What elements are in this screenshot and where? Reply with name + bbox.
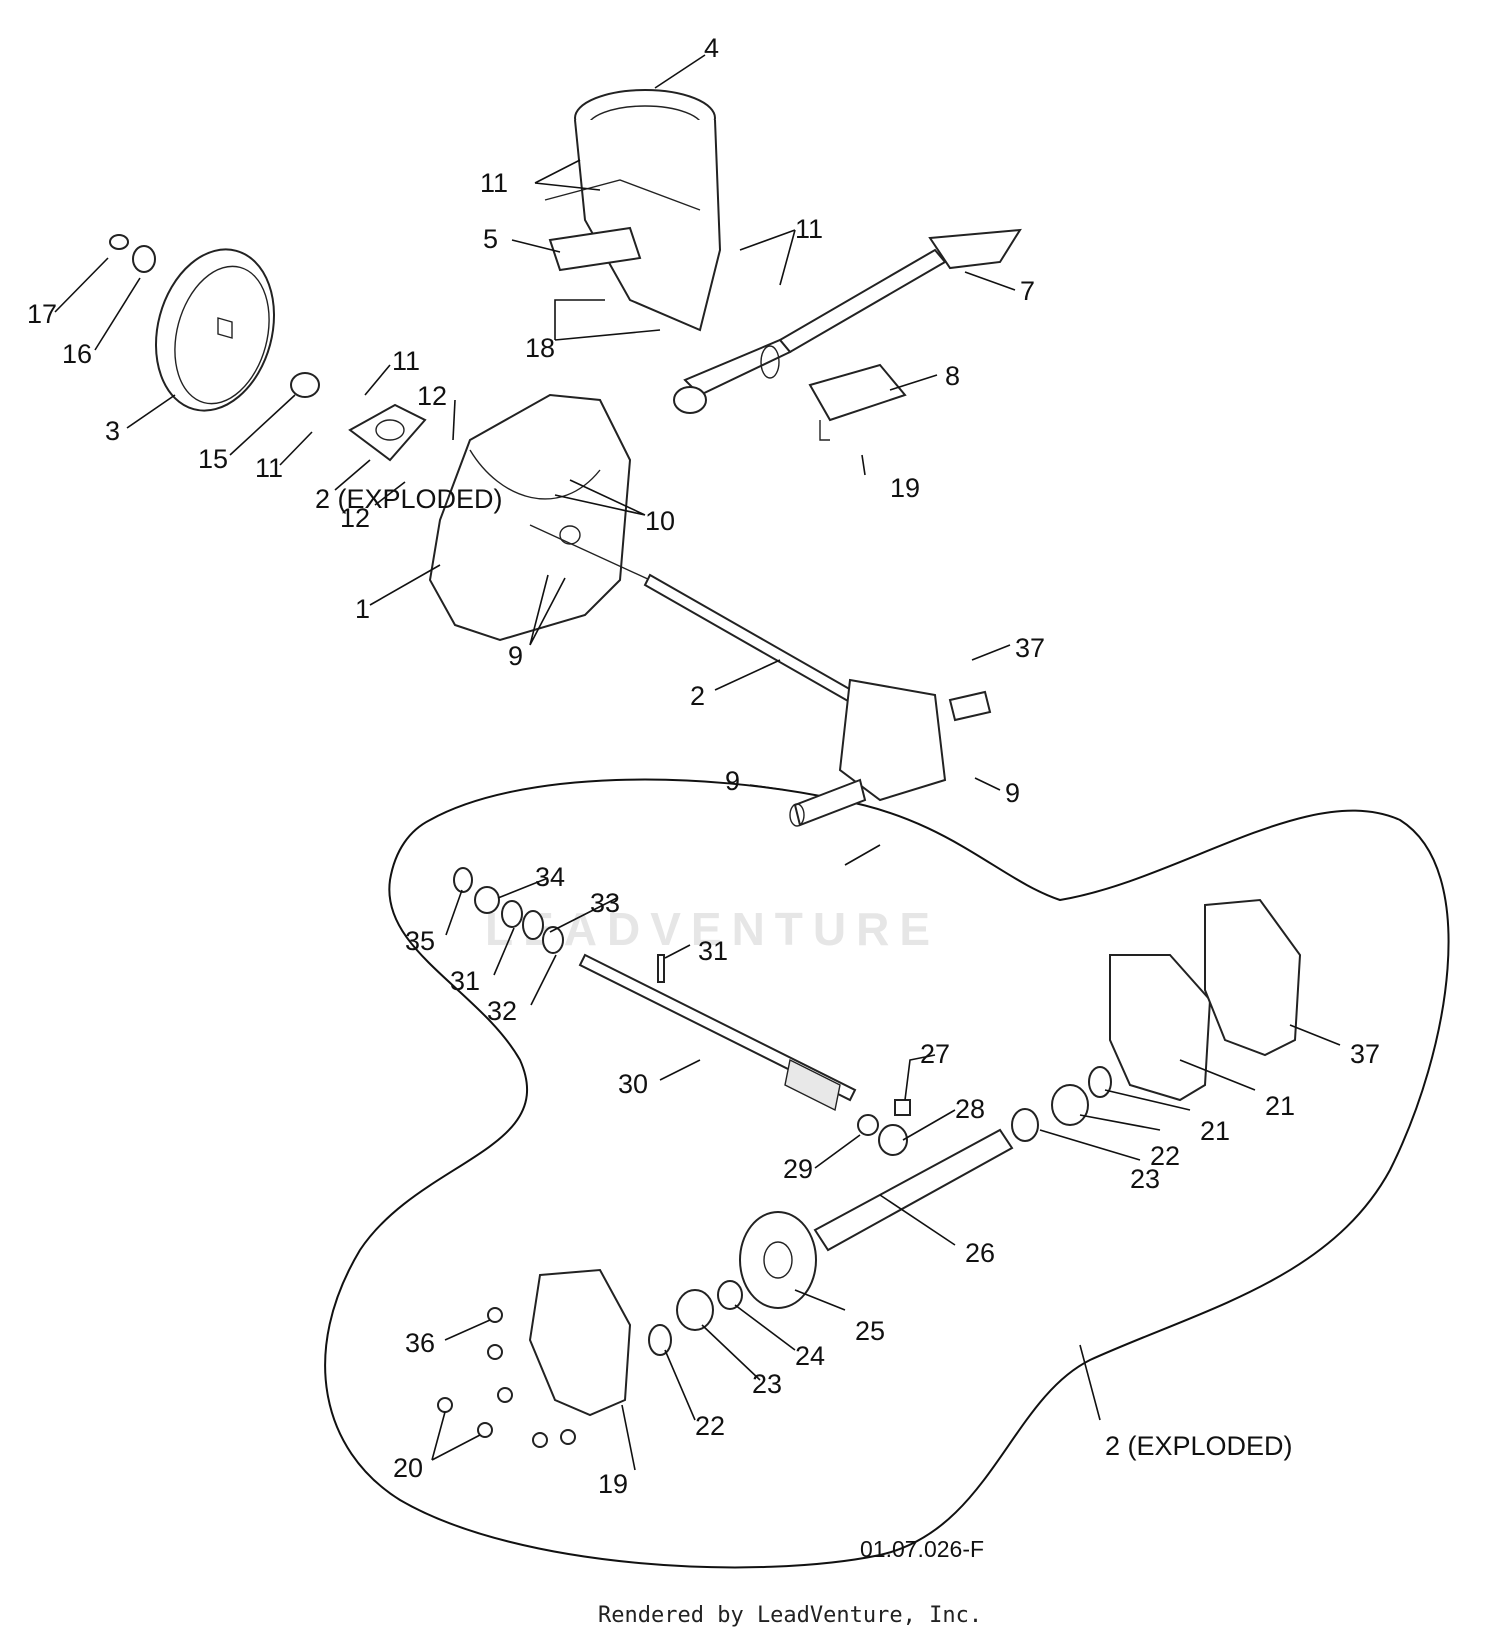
callout-1: 1 (355, 594, 370, 624)
callout-19: 19 (598, 1469, 628, 1499)
part-washer-23b (717, 1280, 743, 1310)
callout-15: 17 (27, 299, 57, 329)
callout-33: 34 (535, 862, 565, 892)
footer-text: Rendered by LeadVenture, Inc. (598, 1603, 982, 1628)
part-washer-28 (857, 1114, 879, 1136)
part-plugs-18 (437, 1397, 493, 1438)
callout-11: 11 (255, 453, 283, 483)
callout-37: 37 (1015, 633, 1045, 663)
part-pin-30 (657, 954, 665, 983)
part-crank (673, 228, 1022, 414)
diagram-code: 01.07.026-F (860, 1536, 984, 1562)
part-bushing-33 (474, 886, 500, 914)
part-worm-shaft (578, 953, 857, 1102)
part-crank-bracket (808, 363, 907, 422)
part-gasket-20 (1109, 954, 1212, 1102)
part-housing (428, 393, 651, 642)
callout-18: 20 (393, 1453, 423, 1483)
callout-13: 15 (198, 444, 228, 474)
callout-25: 26 (965, 1238, 995, 1268)
part-bolts-35 (487, 1307, 576, 1448)
part-pulley (154, 248, 276, 412)
part-bearing-flange (348, 403, 427, 462)
callout-22: 23 (752, 1369, 782, 1399)
part-washer-15 (109, 234, 129, 250)
callout-7: 7 (1020, 276, 1035, 306)
leader-lines (54, 54, 1341, 1471)
callout-30: 31 (698, 936, 728, 966)
callout-27: 28 (955, 1094, 985, 1124)
part-gearbox-assembly (643, 573, 992, 827)
callout-12: 12 (417, 381, 447, 411)
callout-21: 21 (1200, 1116, 1230, 1146)
part-washer-31b (542, 926, 564, 954)
callout-9: 9 (725, 766, 740, 796)
callout-17: 19 (890, 473, 920, 503)
callout-35: 36 (405, 1328, 435, 1358)
part-bushing-22a (1051, 1084, 1089, 1126)
callout-11: 11 (392, 346, 420, 376)
part-chute (544, 89, 722, 332)
callout-16: 18 (525, 333, 555, 363)
callout-24: 25 (855, 1316, 885, 1346)
part-bearing-13 (290, 372, 320, 398)
part-output-shaft (813, 1128, 1014, 1252)
part-bushing-22b (676, 1289, 714, 1331)
callout-23: 24 (795, 1341, 825, 1371)
part-seal-21a (1088, 1066, 1112, 1098)
callout-12: 12 (340, 503, 370, 533)
callout-14: 16 (62, 339, 92, 369)
part-seal-21b (648, 1324, 672, 1356)
callout-8: 8 (945, 361, 960, 391)
part-seal-32 (522, 910, 544, 940)
callout-31: 31 (450, 966, 480, 996)
callout-21: 22 (695, 1411, 725, 1441)
part-washer-34 (453, 867, 473, 893)
part-washer-31a (501, 900, 523, 928)
callout-29: 30 (618, 1069, 648, 1099)
callout-28: 29 (783, 1154, 813, 1184)
callout-9: 9 (1005, 778, 1020, 808)
callout-22: 22 (1150, 1141, 1180, 1171)
part-gearbox-half-36 (1204, 898, 1302, 1057)
callout-6: 5 (483, 224, 498, 254)
callout-31: 32 (487, 996, 517, 1026)
part-bushing-27 (878, 1124, 908, 1156)
part-gearbox-half-19 (528, 1268, 632, 1417)
part-nut-14 (132, 245, 156, 273)
part-gear-24 (739, 1211, 817, 1309)
part-chute-bracket (548, 226, 642, 272)
callout-26: 27 (920, 1039, 950, 1069)
callout-20: 21 (1265, 1091, 1295, 1121)
callout-34: 35 (405, 926, 435, 956)
callout-2-exploded-label: 2 (EXPLODED) (1105, 1431, 1293, 1461)
exploded-view-boundary (324, 778, 1450, 1569)
part-worm-gear-teeth (784, 1058, 841, 1112)
callout-9: 9 (508, 641, 523, 671)
callout-10: 10 (645, 506, 675, 536)
callout-23: 23 (1130, 1164, 1160, 1194)
callout-4: 3 (105, 416, 120, 446)
callout-11: 11 (795, 214, 823, 244)
callout-3: 2 (EXPLODED) (315, 484, 503, 514)
callout-2: 2 (690, 681, 705, 711)
callout-36: 37 (1350, 1039, 1380, 1069)
part-key-26 (894, 1099, 911, 1116)
callout-32: 33 (590, 888, 620, 918)
part-washer-23a (1011, 1108, 1039, 1142)
callout-11: 11 (480, 168, 508, 198)
callout-5: 4 (704, 33, 719, 63)
